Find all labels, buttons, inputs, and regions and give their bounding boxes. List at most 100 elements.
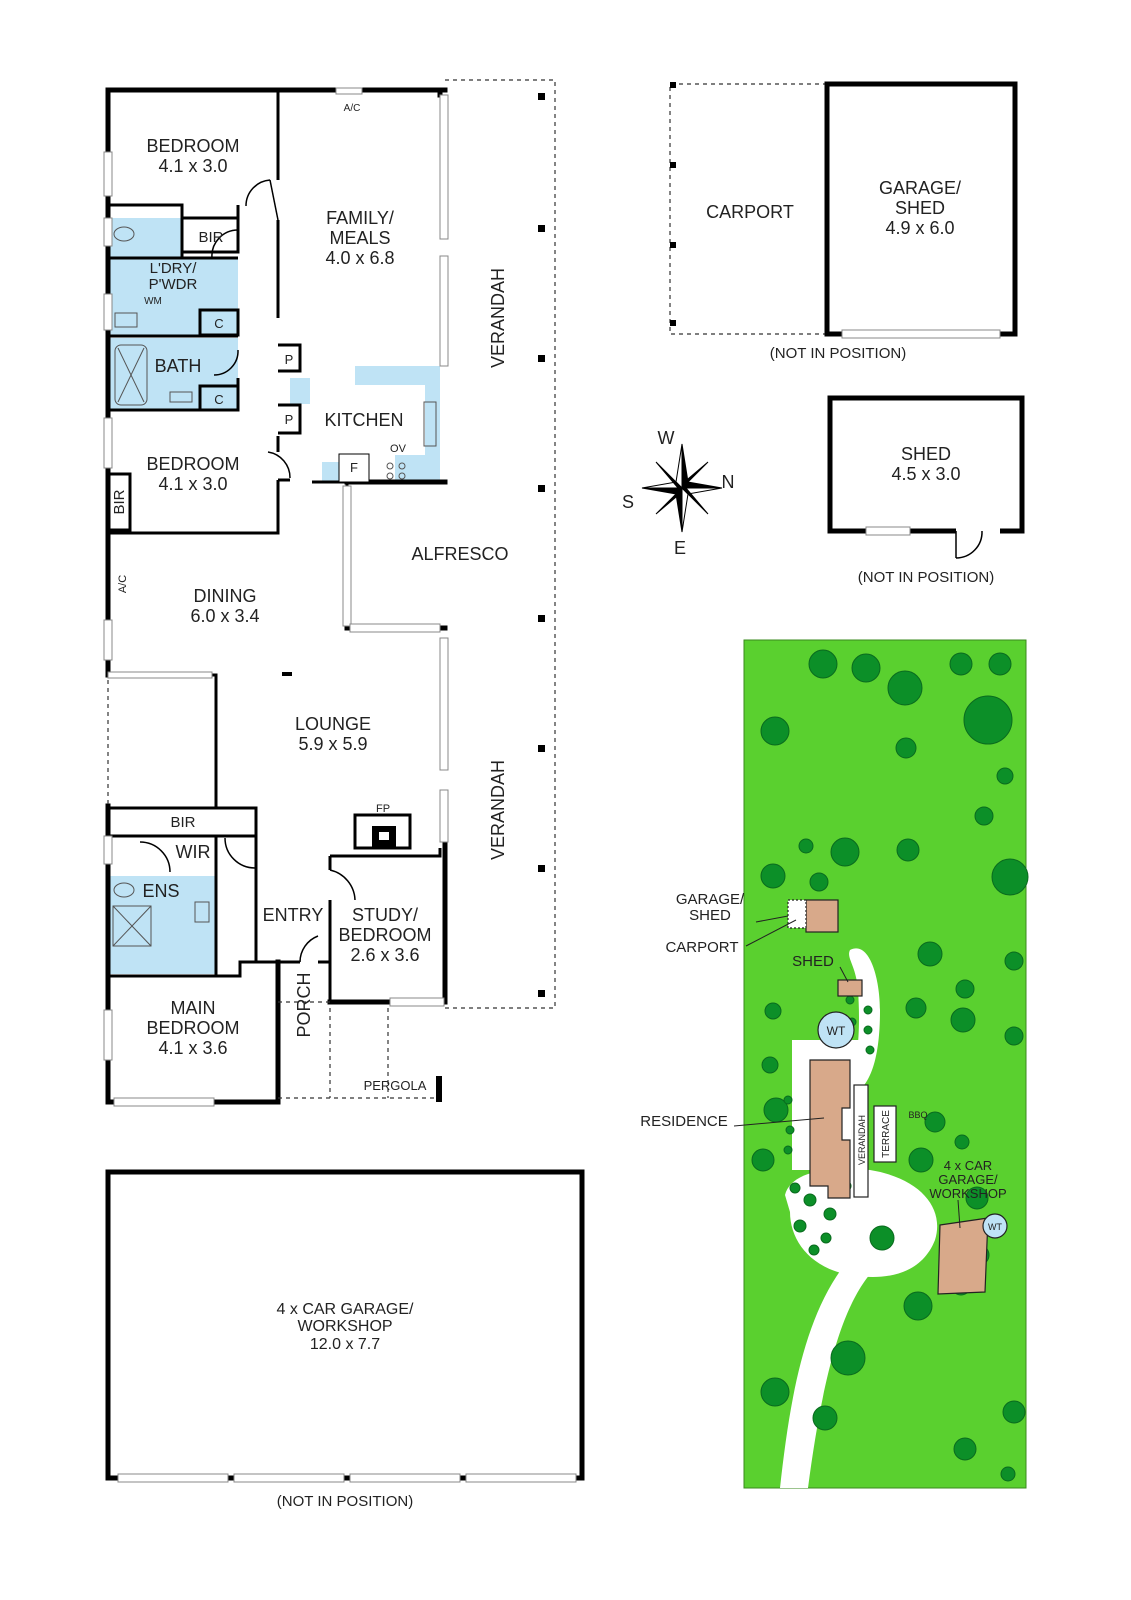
- kitchen-label: KITCHEN: [324, 410, 403, 430]
- study-dims: 2.6 x 3.6: [350, 945, 419, 965]
- lounge-label: LOUNGE: [295, 714, 371, 734]
- window: [113, 1097, 215, 1107]
- carport-note: (NOT IN POSITION): [770, 345, 906, 362]
- window: [103, 1009, 113, 1061]
- study-label-2: BEDROOM: [338, 925, 431, 945]
- pantry-label-1: P: [285, 352, 294, 367]
- kitchen-island: [290, 378, 310, 404]
- site-carport-label: CARPORT: [665, 939, 738, 956]
- window: [439, 94, 449, 240]
- site-garage-workshop: [937, 1217, 989, 1295]
- site-terrace-label: TERRACE: [881, 1110, 892, 1158]
- site-wt-label: WT: [827, 1024, 846, 1038]
- site-shed: [837, 979, 863, 997]
- site-garage-label-1: 4 x CAR: [944, 1158, 992, 1173]
- window: [103, 151, 113, 197]
- ens-label: ENS: [142, 881, 179, 901]
- site-wt2-label: WT: [988, 1222, 1002, 1232]
- bir3-label: BIR: [170, 814, 195, 831]
- bedroom1-dims: 4.1 x 3.0: [158, 156, 227, 176]
- driveway: [780, 1220, 909, 1488]
- wm-label: WM: [144, 296, 162, 307]
- bedroom2-dims: 4.1 x 3.0: [158, 474, 227, 494]
- carport-label: CARPORT: [706, 202, 794, 222]
- laundry-tub-icon: [114, 312, 138, 328]
- garage-door: [841, 329, 1001, 339]
- window: [103, 293, 113, 331]
- laundry-label-2: P'WDR: [149, 276, 198, 293]
- family-label-1: FAMILY/: [326, 208, 394, 228]
- vanity-icon: [169, 391, 193, 403]
- toilet-area: [110, 218, 182, 258]
- fridge-label: F: [350, 460, 358, 475]
- site-garage-shed-label-1: GARAGE/: [676, 891, 745, 908]
- verandah-label-2: VERANDAH: [488, 760, 508, 860]
- bir2-label: BIR: [111, 489, 128, 514]
- toilet-icon: [113, 226, 135, 242]
- ensuite-basin-icon: [194, 901, 210, 923]
- cupboard-label-2: C: [214, 392, 223, 407]
- shower-icon: [112, 905, 152, 947]
- compass-w: W: [658, 428, 675, 448]
- compass-s: S: [622, 492, 634, 512]
- laundry-label-1: L'DRY/: [150, 260, 198, 277]
- site-shed-label: SHED: [792, 953, 834, 970]
- window: [865, 526, 911, 536]
- window: [389, 997, 445, 1007]
- trees: [751, 649, 1029, 1482]
- window: [439, 255, 449, 367]
- oven-label: OV: [390, 443, 407, 455]
- kitchen-bench: [355, 366, 440, 480]
- window: [103, 417, 113, 469]
- cupboard-label-1: C: [214, 316, 223, 331]
- garage-door: [349, 1473, 461, 1483]
- porch-label: PORCH: [294, 972, 314, 1037]
- bir1-label: BIR: [198, 229, 223, 246]
- main-bedroom-label-2: BEDROOM: [146, 1018, 239, 1038]
- dining-dims: 6.0 x 3.4: [190, 606, 259, 626]
- site-bbq-label: BBQ: [908, 1110, 927, 1120]
- garage-door: [465, 1473, 577, 1483]
- laundry-area: [110, 258, 238, 336]
- compass-rose: W N S E: [622, 428, 735, 558]
- garage-label-1: 4 x CAR GARAGE/: [277, 1301, 414, 1318]
- window: [439, 789, 449, 843]
- garage-shed-label-2: SHED: [895, 198, 945, 218]
- site-verandah-label: VERANDAH: [857, 1115, 867, 1165]
- ensuite-area: [110, 876, 216, 974]
- site-garage-label-2: GARAGE/: [938, 1172, 998, 1187]
- site-terrace: [873, 1105, 897, 1163]
- site-residence-label: RESIDENCE: [640, 1113, 728, 1130]
- ac-label-top: A/C: [344, 103, 361, 114]
- site-verandah: [853, 1084, 869, 1198]
- compass-n: N: [722, 472, 735, 492]
- site-lawn: [743, 639, 1027, 1489]
- shed-label: SHED: [901, 444, 951, 464]
- site-plan: GARAGE/ SHED CARPORT SHED WT RESIDENCE V…: [640, 639, 1029, 1489]
- garage-door: [233, 1473, 345, 1483]
- pergola-label: PERGOLA: [364, 1078, 427, 1093]
- window: [342, 485, 352, 627]
- dining-label: DINING: [194, 586, 257, 606]
- site-garage-shed-label-2: SHED: [689, 907, 731, 924]
- verandah-post: [538, 93, 545, 100]
- shed-dims: 4.5 x 3.0: [891, 464, 960, 484]
- site-garage-label-3: WORKSHOP: [929, 1186, 1006, 1201]
- kitchen-sink: [322, 462, 342, 482]
- site-residence: [809, 1059, 851, 1199]
- cooktop-icon: [386, 462, 394, 470]
- study-label-1: STUDY/: [352, 905, 418, 925]
- pantry-label-2: P: [285, 412, 294, 427]
- wir-label: WIR: [176, 842, 211, 862]
- lounge-dims: 5.9 x 5.9: [298, 734, 367, 754]
- bathtub-icon: [114, 344, 148, 406]
- garage-dims: 12.0 x 7.7: [310, 1336, 380, 1353]
- window: [439, 637, 449, 771]
- window: [103, 619, 113, 661]
- site-garage-shed: [805, 899, 839, 933]
- bedroom2-label: BEDROOM: [146, 454, 239, 474]
- house-plan: BEDROOM 4.1 x 3.0 FAMILY/ MEALS 4.0 x 6.…: [103, 79, 556, 1107]
- compass-e: E: [674, 538, 686, 558]
- site-carport: [787, 899, 807, 929]
